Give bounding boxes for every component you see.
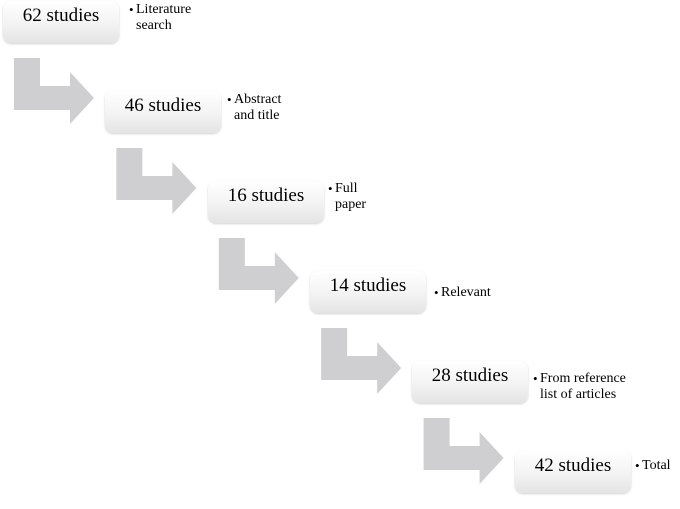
step-box-4: 14 studies (310, 271, 426, 313)
elbow-arrow-2 (116, 148, 197, 214)
step-note-2-line-1: Abstract (234, 92, 282, 107)
bullet-icon: • (129, 2, 134, 17)
bullet-icon: • (434, 285, 439, 300)
step-note-1-line-1: Literature (136, 2, 192, 17)
step-note-5-line-1: From reference (540, 371, 626, 386)
bullet-icon: • (533, 371, 538, 386)
step-note-6-line-1: Total (642, 458, 671, 473)
step-note-4-line-1: Relevant (441, 285, 491, 300)
step-note-5: • From reference list of articles (533, 371, 626, 403)
step-note-6: • Total (635, 458, 671, 474)
step-note-4: • Relevant (434, 285, 491, 301)
elbow-arrow-4 (321, 328, 402, 394)
step-box-6: 42 studies (515, 451, 631, 493)
elbow-arrow-3 (218, 238, 299, 304)
step-note-3-line-2: paper (335, 197, 367, 212)
bullet-icon: • (328, 181, 333, 196)
elbow-arrow-5 (423, 418, 504, 484)
step-note-1-line-2: search (136, 18, 172, 33)
step-note-2: • Abstract and title (227, 92, 282, 124)
step-box-3: 16 studies (208, 181, 324, 223)
step-box-2: 46 studies (105, 91, 221, 133)
step-count-4: 14 studies (329, 275, 407, 296)
step-count-5: 28 studies (431, 365, 509, 386)
step-count-6: 42 studies (534, 455, 612, 476)
elbow-arrow-1 (14, 58, 94, 124)
step-note-5-line-2: list of articles (540, 387, 617, 402)
bullet-icon: • (227, 92, 232, 107)
step-box-5: 28 studies (412, 361, 528, 403)
step-count-1: 62 studies (22, 5, 100, 26)
step-note-3-line-1: Full (335, 181, 358, 196)
step-note-2-line-2: and title (234, 108, 280, 123)
step-note-1: • Literature search (129, 2, 192, 34)
step-note-3: • Full paper (328, 181, 367, 213)
step-box-1: 62 studies (3, 1, 119, 43)
bullet-icon: • (635, 458, 640, 473)
step-count-2: 46 studies (124, 95, 202, 116)
step-count-3: 16 studies (227, 185, 305, 206)
